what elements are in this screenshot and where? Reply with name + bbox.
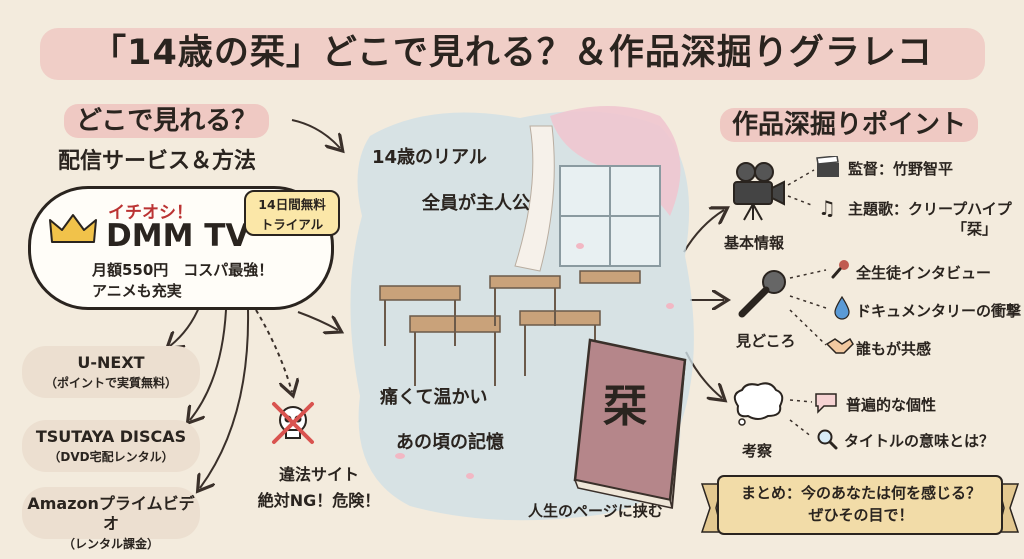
thought-bubble-icon [733, 382, 784, 426]
theme-song-title: 「栞」 [952, 220, 998, 238]
film-camera-icon [733, 162, 785, 221]
water-drop-icon [834, 296, 850, 320]
label-memories: あの頃の記憶 [396, 432, 504, 453]
clapperboard-icon [816, 156, 839, 177]
title-meaning-text: タイトルの意味とは？ [844, 432, 995, 450]
individuality-text: 普遍的な個性 [846, 396, 937, 414]
director-text: 監督：竹野智平 [848, 160, 954, 178]
category-highlights: 見どころ [736, 332, 796, 350]
music-note-icon: ♫ [818, 196, 836, 220]
label-painful-warm: 痛くて温かい [380, 387, 488, 408]
recommended-tag: イチオシ！ [108, 203, 193, 223]
empathy-text: 誰もが共感 [856, 340, 932, 358]
service-unext[interactable]: U-NEXT （ポイントで実質無料） [22, 346, 200, 398]
featured-service-points: 月額550円 コスパ最強！ アニメも充実 [92, 261, 274, 300]
label-everyone-protagonist: 全員が主人公 [422, 193, 530, 214]
microphone-icon [738, 270, 786, 318]
small-microphone-icon [831, 260, 849, 279]
interview-text: 全生徒インタビュー [856, 264, 992, 282]
service-tsutaya-discas[interactable]: TSUTAYA DISCAS （DVD宅配レンタル） [22, 420, 200, 472]
speech-bubble-icon [815, 393, 837, 414]
theme-song-text: 主題歌：クリープハイプ [848, 200, 1012, 218]
illegal-site-warning: 違法サイト 絶対NG！危険！ [257, 465, 381, 510]
category-analysis: 考察 [742, 442, 773, 460]
book-title: 栞 [603, 381, 647, 432]
documentary-text: ドキュメンタリーの衝撃 [856, 302, 1022, 320]
where-to-watch-heading: どこで見れる？ [64, 100, 270, 138]
deep-dive-heading: 作品深掘りポイント [720, 104, 979, 142]
skull-icon [272, 402, 314, 444]
crown-icon [49, 214, 97, 243]
summary-banner [700, 475, 1020, 535]
free-trial-badge: 14日間無料 トライアル [244, 190, 340, 236]
magnifier-icon [817, 429, 838, 450]
page-title: 「14歳の栞」どこで見れる？＆作品深掘りグラレコ [91, 33, 933, 73]
book-caption: 人生のページに挟む [528, 502, 663, 520]
summary-text: まとめ：今のあなたは何を感じる？ ぜひその目で！ [740, 484, 981, 524]
streaming-subheading: 配信サービス＆方法 [58, 149, 257, 174]
category-basic-info: 基本情報 [724, 234, 785, 252]
book-icon [573, 338, 687, 509]
featured-service-name[interactable]: DMM TV [106, 218, 250, 254]
label-14-real: 14歳のリアル [372, 147, 487, 168]
handshake-icon [826, 337, 854, 354]
service-amazon-prime-video[interactable]: Amazonプライムビデオ （レンタル課金） [22, 487, 200, 551]
title-highlight [40, 28, 985, 80]
